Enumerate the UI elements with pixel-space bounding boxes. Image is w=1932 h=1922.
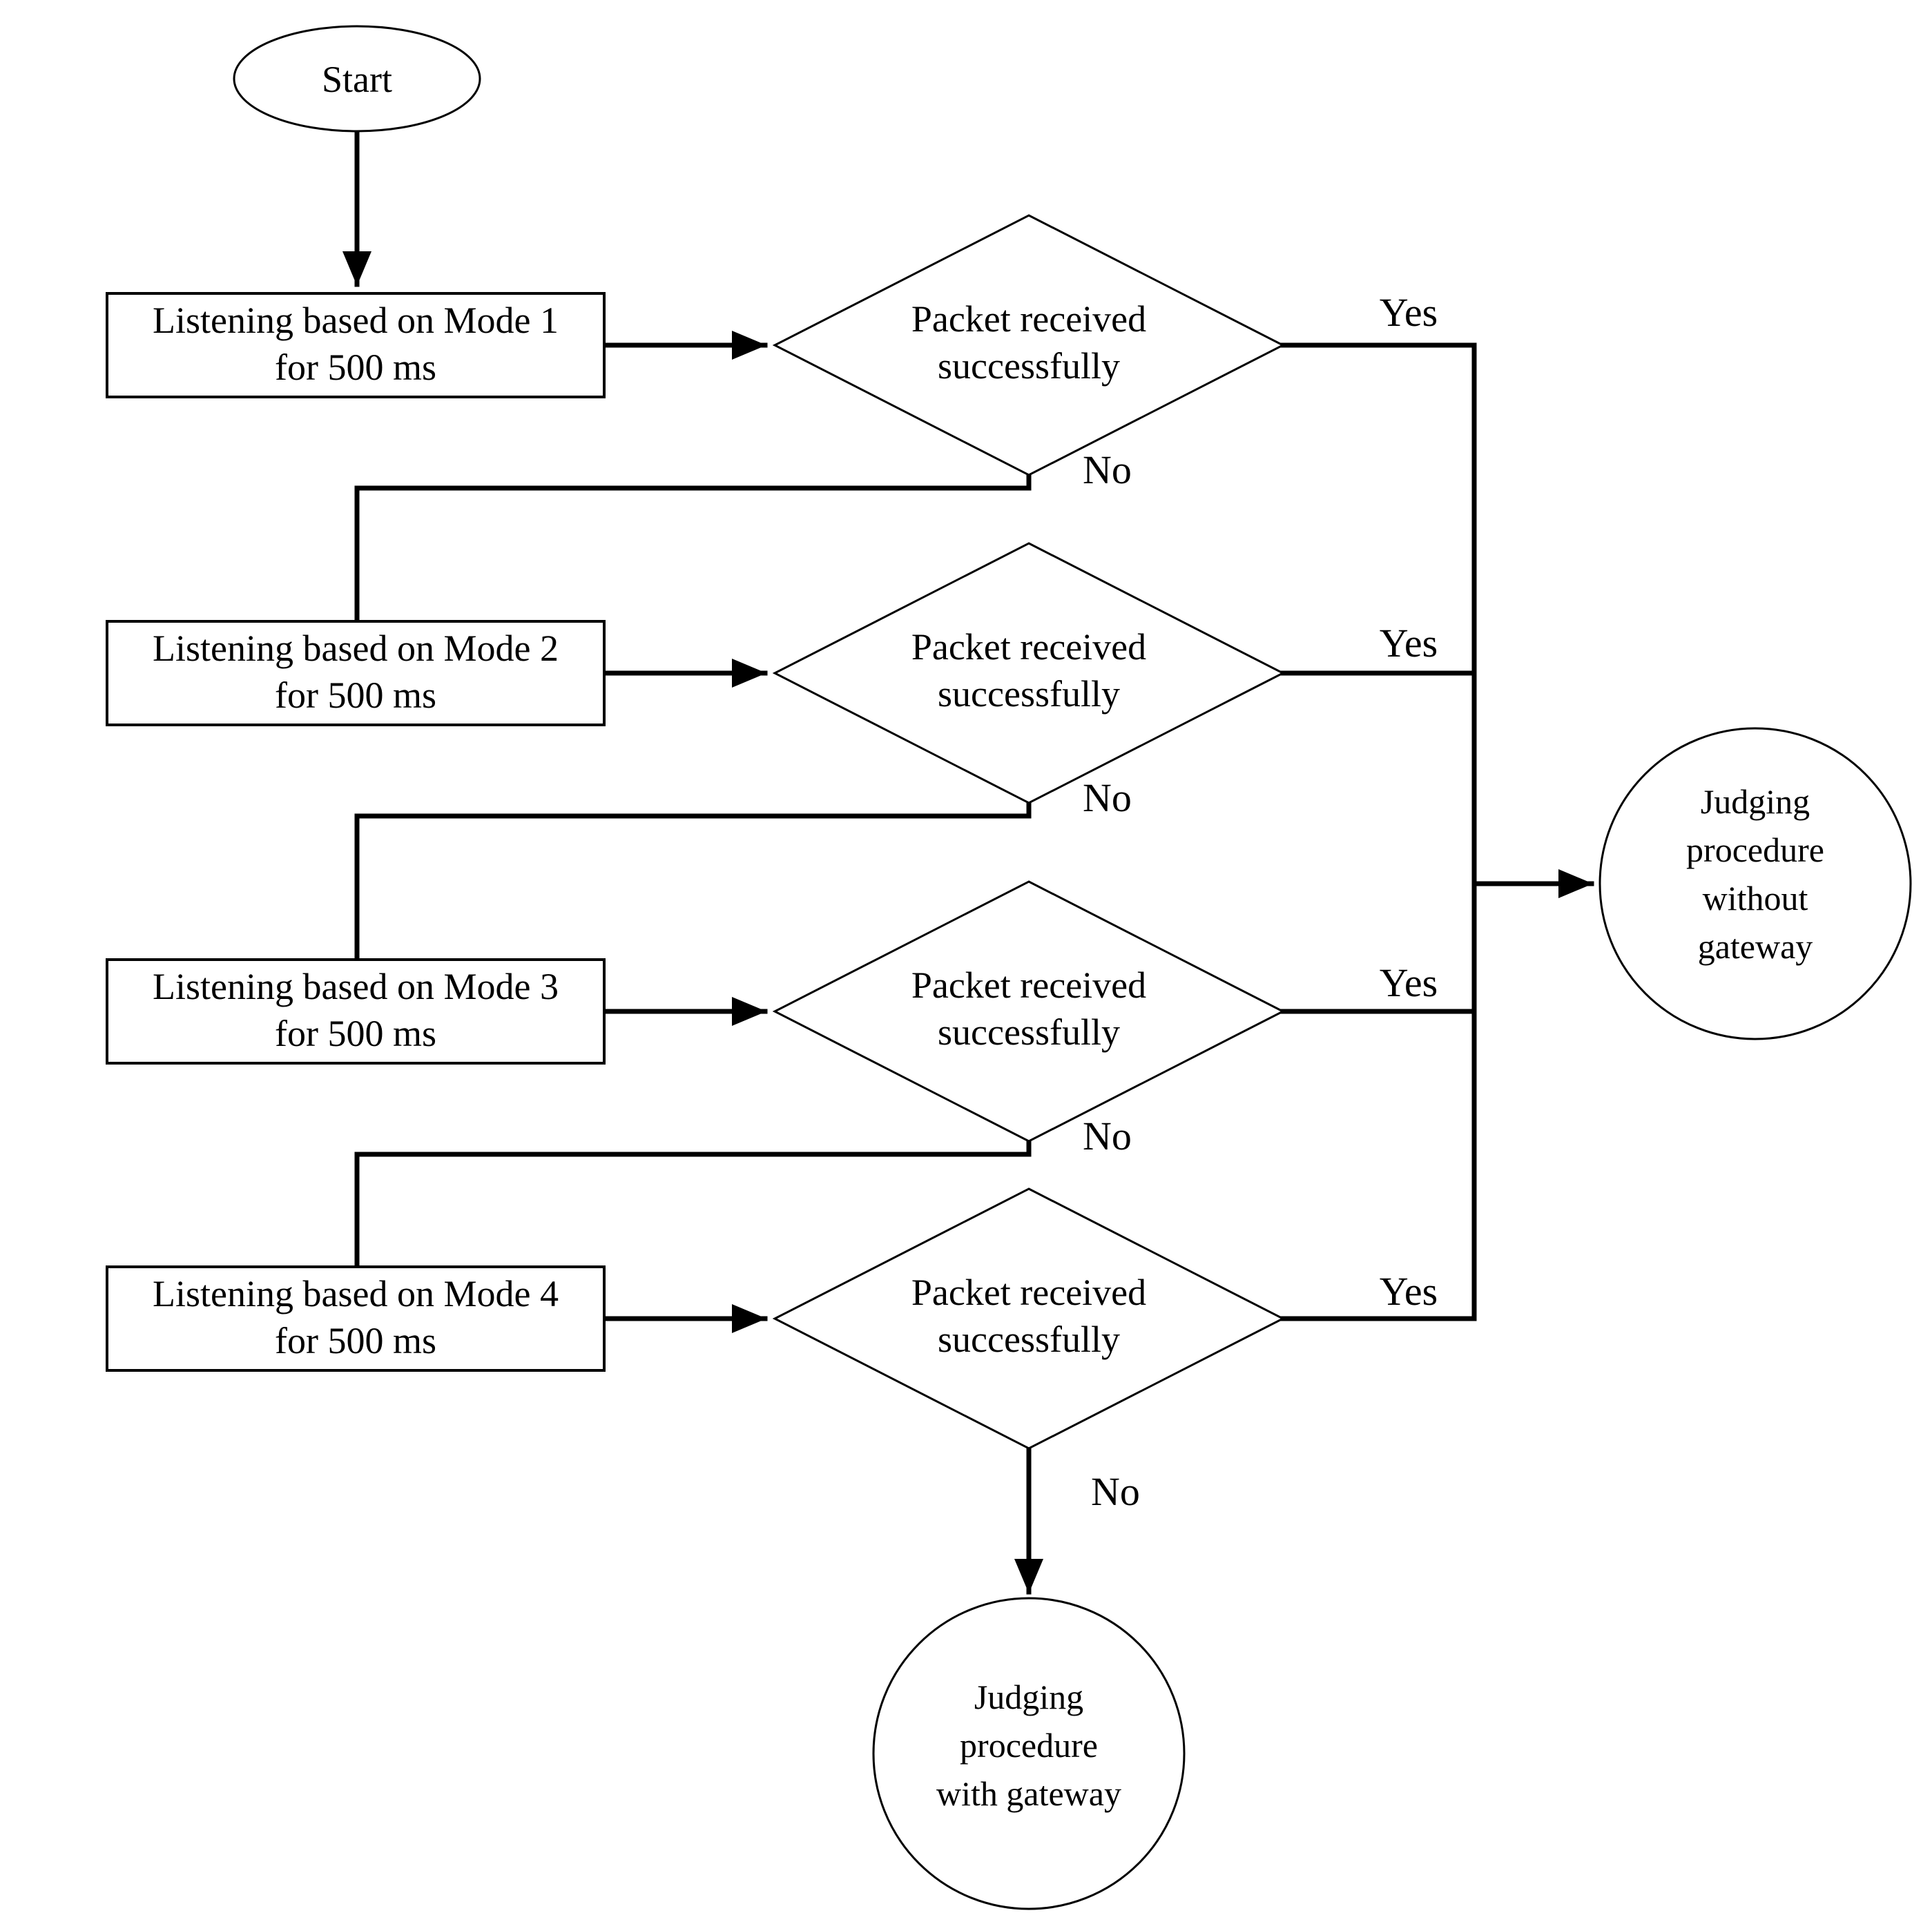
decision-2-diamond — [772, 542, 1286, 804]
terminal-without-gateway-line3: without — [1703, 879, 1808, 918]
process-mode-4: Listening based on Mode 4 for 500 ms — [106, 1265, 606, 1372]
decision-1-diamond — [772, 214, 1286, 476]
process-mode-3-box — [106, 958, 606, 1065]
process-mode-4-line1: Listening based on Mode 4 — [153, 1273, 559, 1314]
process-mode-2: Listening based on Mode 2 for 500 ms — [106, 620, 606, 726]
edge-label-no-2: No — [1083, 775, 1132, 820]
edge-label-no-1: No — [1083, 447, 1132, 492]
decision-3-line1: Packet received — [911, 964, 1146, 1006]
process-mode-2-line1: Listening based on Mode 2 — [153, 628, 559, 669]
edge-label-yes-1: Yes — [1380, 290, 1438, 335]
decision-packet-received-3: Packet received successfully — [772, 880, 1286, 1143]
edge-labels-layer: Yes Yes Yes Yes No No No No — [1083, 290, 1438, 1514]
edge-decision2-no — [354, 800, 1032, 962]
start-label: Start — [322, 59, 392, 100]
edge-label-no-3: No — [1083, 1114, 1132, 1158]
terminal-without-gateway-line4: gateway — [1698, 927, 1813, 966]
terminal-with-gateway-line1: Judging — [974, 1678, 1083, 1716]
decision-3-line2: successfully — [938, 1011, 1120, 1053]
process-mode-4-line2: for 500 ms — [275, 1320, 436, 1361]
edge-label-no-4: No — [1091, 1469, 1140, 1514]
terminal-with-gateway-line3: with gateway — [936, 1774, 1121, 1813]
process-mode-1: Listening based on Mode 1 for 500 ms — [106, 292, 606, 398]
process-mode-3-line2: for 500 ms — [275, 1013, 436, 1054]
decision-4-diamond — [772, 1187, 1286, 1450]
decision-packet-received-4: Packet received successfully — [772, 1187, 1286, 1450]
process-mode-2-box — [106, 620, 606, 726]
terminal-with-gateway-circle — [872, 1597, 1186, 1910]
process-mode-3: Listening based on Mode 3 for 500 ms — [106, 958, 606, 1065]
edge-decision3-no — [354, 1138, 1032, 1270]
terminal-without-gateway-circle — [1598, 727, 1912, 1040]
process-mode-4-box — [106, 1265, 606, 1372]
process-mode-2-line2: for 500 ms — [275, 674, 436, 716]
decision-4-line1: Packet received — [911, 1272, 1146, 1313]
terminal-with-gateway-line2: procedure — [960, 1726, 1098, 1765]
decision-2-line1: Packet received — [911, 626, 1146, 668]
decision-packet-received-1: Packet received successfully — [772, 214, 1286, 476]
process-mode-1-line1: Listening based on Mode 1 — [153, 300, 559, 341]
terminal-judging-with-gateway: Judging procedure with gateway — [872, 1597, 1186, 1910]
decision-packet-received-2: Packet received successfully — [772, 542, 1286, 804]
decision-4-line2: successfully — [938, 1319, 1120, 1360]
edge-label-yes-2: Yes — [1380, 621, 1438, 666]
terminal-without-gateway-line2: procedure — [1686, 831, 1824, 869]
terminal-judging-without-gateway: Judging procedure without gateway — [1598, 727, 1912, 1040]
start-node: Start — [233, 25, 481, 133]
decision-1-line1: Packet received — [911, 298, 1146, 340]
process-mode-3-line1: Listening based on Mode 3 — [153, 966, 559, 1007]
decision-3-diamond — [772, 880, 1286, 1143]
decision-1-line2: successfully — [938, 345, 1120, 387]
start-ellipse — [233, 25, 481, 133]
process-mode-1-box — [106, 292, 606, 398]
terminal-without-gateway-line1: Judging — [1701, 782, 1810, 821]
edge-label-yes-4: Yes — [1380, 1269, 1438, 1314]
edge-label-yes-3: Yes — [1380, 960, 1438, 1005]
edges-layer — [342, 130, 1594, 1595]
process-mode-1-line2: for 500 ms — [275, 347, 436, 388]
decision-2-line2: successfully — [938, 673, 1120, 715]
edge-decision1-no — [354, 472, 1032, 624]
